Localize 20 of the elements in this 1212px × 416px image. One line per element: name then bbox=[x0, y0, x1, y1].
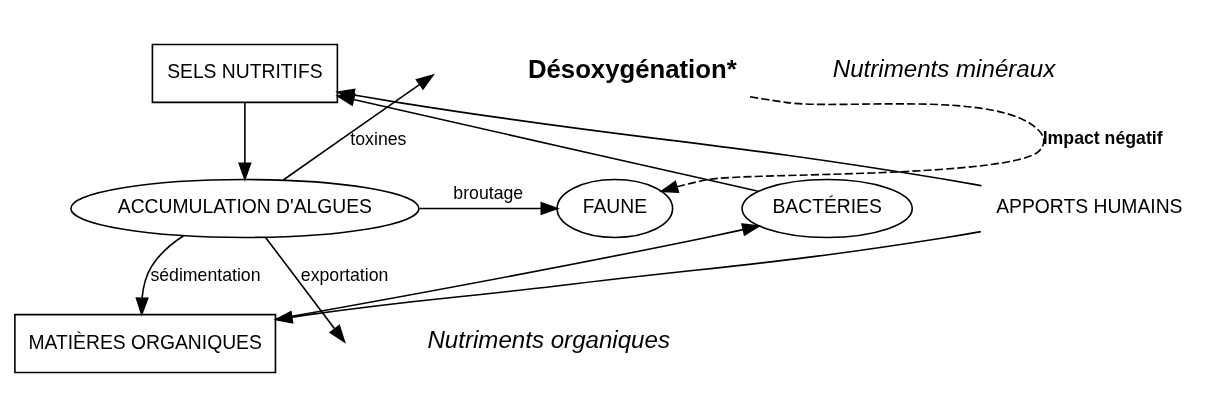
edge-label: Impact négatif bbox=[1042, 127, 1163, 148]
node-box: SELS NUTRITIFS bbox=[151, 43, 339, 103]
label: Nutriments minéraux bbox=[832, 54, 1056, 82]
arrow bbox=[264, 236, 346, 344]
node-ellipse: ACCUMULATION D'ALGUES bbox=[70, 178, 420, 238]
edge-label: broutage bbox=[453, 182, 524, 203]
label: Nutriments organiques bbox=[427, 325, 671, 353]
arrow bbox=[418, 201, 560, 215]
arrow bbox=[659, 95, 1045, 193]
node-text: Désoxygénation* bbox=[527, 54, 737, 83]
node-ellipse: FAUNE bbox=[556, 178, 674, 238]
edge-label: toxines bbox=[350, 128, 407, 149]
node-text: APPORTS HUMAINS bbox=[996, 195, 1183, 217]
node-box: MATIÈRES ORGANIQUES bbox=[14, 313, 277, 373]
arrow bbox=[273, 230, 982, 324]
arrow bbox=[238, 101, 252, 182]
edge-label: exportation bbox=[300, 264, 389, 285]
arrow bbox=[282, 73, 435, 181]
edge-label: sédimentation bbox=[150, 264, 261, 285]
arrow bbox=[135, 234, 185, 317]
